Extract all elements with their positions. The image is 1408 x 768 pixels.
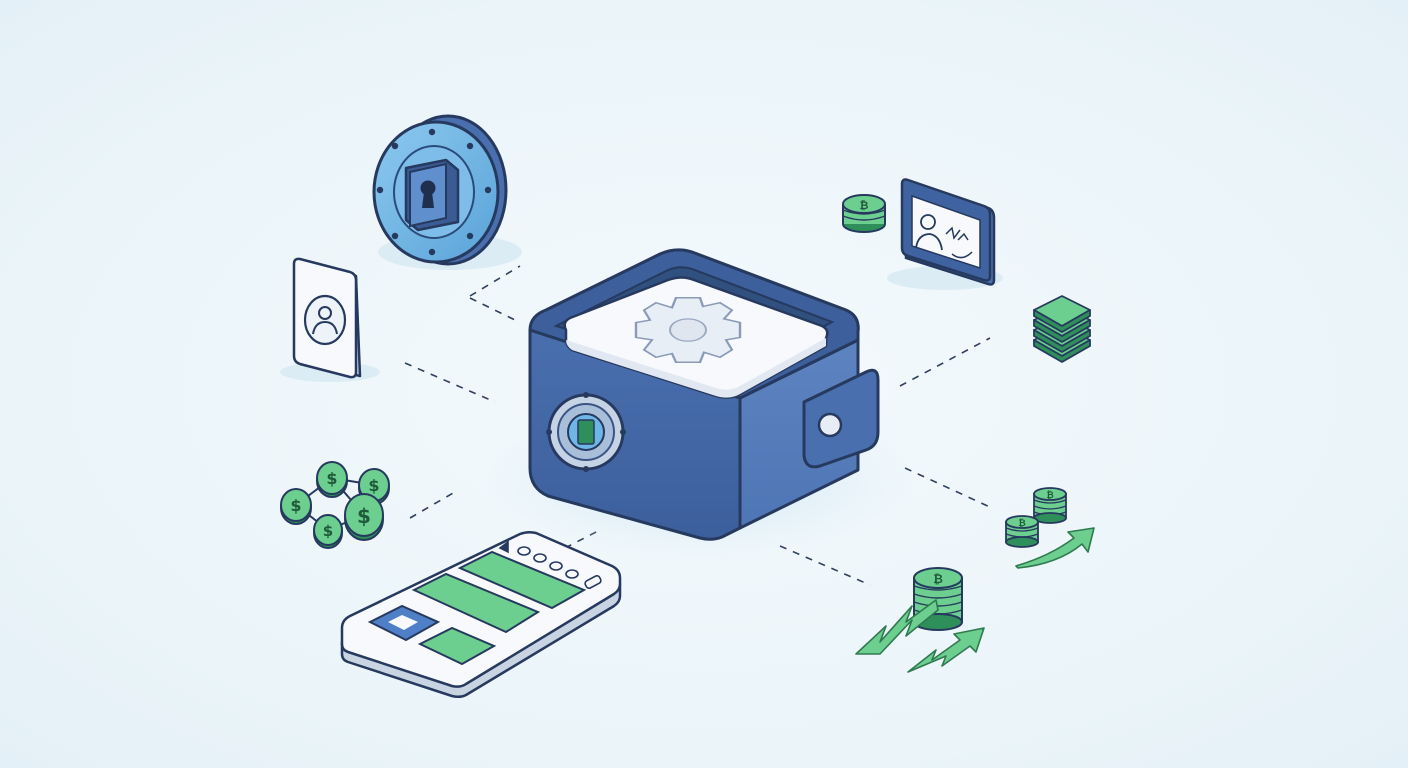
coin-stack-short: ₿: [1005, 515, 1039, 548]
coin-stack-small: ₿: [842, 194, 886, 233]
connector-cash-stack: [899, 337, 991, 387]
coin-symbol-icon: ₿: [860, 199, 869, 212]
coin-stack-tall: ₿: [1033, 487, 1067, 524]
dollar-coin-icon: $: [326, 469, 337, 488]
connector-vault: [469, 265, 521, 297]
dollar-coin-icon: $: [323, 522, 333, 540]
gear-icon: [634, 297, 742, 363]
connector-coin-stack: [779, 545, 871, 586]
mobile-dashboard: [340, 530, 622, 699]
dollar-coin-icon: $: [368, 476, 379, 495]
dashboard-tile-green: [417, 626, 497, 666]
coin-growth: ₿ ₿: [1005, 487, 1095, 569]
cash-stack: [1033, 295, 1091, 363]
wallet-hub: [528, 248, 880, 541]
dashboard-tile-white: [388, 615, 418, 630]
identity-card: [280, 257, 380, 382]
dashboard-toolbar: [498, 540, 602, 590]
vault-lock: [372, 114, 522, 270]
dollar-coin-icon: $: [357, 504, 371, 528]
user-icon: [915, 214, 943, 251]
strap-button: [817, 412, 843, 438]
arrow-up-icon: [1015, 527, 1095, 569]
user-icon: [312, 306, 338, 335]
connector-vault-2: [469, 297, 516, 321]
connector-coin-network: [409, 491, 456, 519]
coin-node-4: $: [313, 514, 343, 549]
dashboard-bar-1: [457, 550, 587, 610]
wallet-strap: [802, 368, 880, 469]
dollar-coin-icon: $: [290, 496, 301, 515]
banknote-stack-icon: [1033, 295, 1091, 363]
coin-node-5: $: [344, 493, 384, 541]
coin-node-2: $: [316, 461, 348, 498]
profile-frame: [887, 178, 1003, 290]
coin-network: $ $ $ $ $: [280, 461, 390, 549]
coin-node-1: $: [280, 488, 312, 525]
keyhole-icon: [420, 180, 436, 208]
wallet-dial-lock: [546, 392, 626, 472]
wallet-tray-shade: [566, 338, 826, 398]
coin-stack-growth: ₿: [855, 567, 985, 673]
dashboard-bar-2: [411, 572, 541, 634]
connector-coin-growth: [904, 467, 993, 509]
arrow-up-icon: [855, 599, 939, 655]
arrow-up-icon-2: [907, 627, 985, 673]
signature-icon: [945, 226, 973, 259]
svg-text:₿: ₿: [1046, 490, 1053, 501]
svg-text:₿: ₿: [1018, 518, 1025, 529]
connector-id-card: [404, 362, 496, 403]
svg-text:₿: ₿: [933, 572, 943, 586]
